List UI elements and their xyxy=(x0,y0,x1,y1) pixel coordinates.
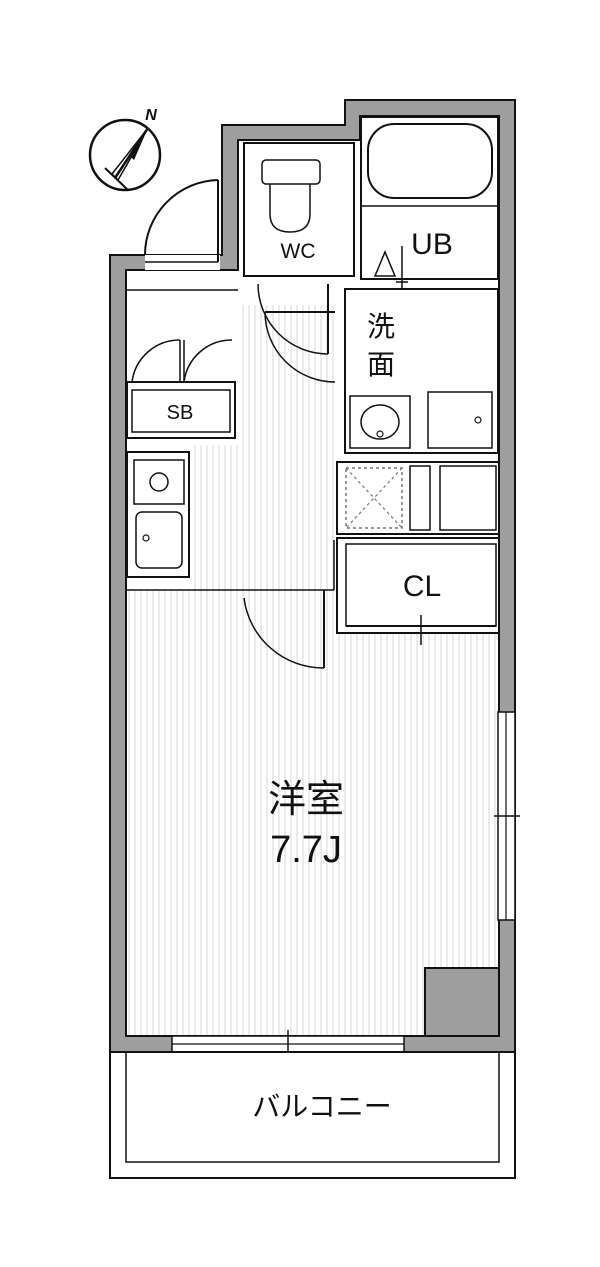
utility-space xyxy=(336,461,500,535)
side-window xyxy=(494,711,520,921)
compass-north-label: N xyxy=(145,107,157,124)
structural-column xyxy=(424,967,500,1037)
main-room-name: 洋室 xyxy=(268,779,344,821)
unit-bath xyxy=(360,116,499,298)
main-room-floor xyxy=(127,590,498,1035)
toilet-room xyxy=(243,142,355,277)
balcony-window xyxy=(171,1030,405,1058)
kitchen-floor xyxy=(190,445,238,590)
balcony xyxy=(109,1051,516,1179)
closet xyxy=(336,537,500,645)
washroom-label-2: 面 xyxy=(367,349,395,380)
compass-icon xyxy=(88,118,162,192)
main-room-size: 7.7J xyxy=(270,829,342,871)
washroom xyxy=(344,288,499,454)
balcony-label: バルコニー xyxy=(252,1091,391,1122)
entrance-door xyxy=(144,179,220,270)
wc-label: WC xyxy=(281,240,316,263)
kitchen-counter xyxy=(126,451,190,578)
wc-door xyxy=(256,278,329,355)
ub-label: UB xyxy=(411,228,453,261)
shoe-box xyxy=(126,339,236,439)
main-room-door xyxy=(243,540,335,669)
washroom-label-1: 洗 xyxy=(367,311,395,342)
cl-label: CL xyxy=(403,570,441,603)
sb-label: SB xyxy=(167,402,194,424)
corridor-floor xyxy=(238,305,334,590)
washroom-door xyxy=(264,311,336,383)
